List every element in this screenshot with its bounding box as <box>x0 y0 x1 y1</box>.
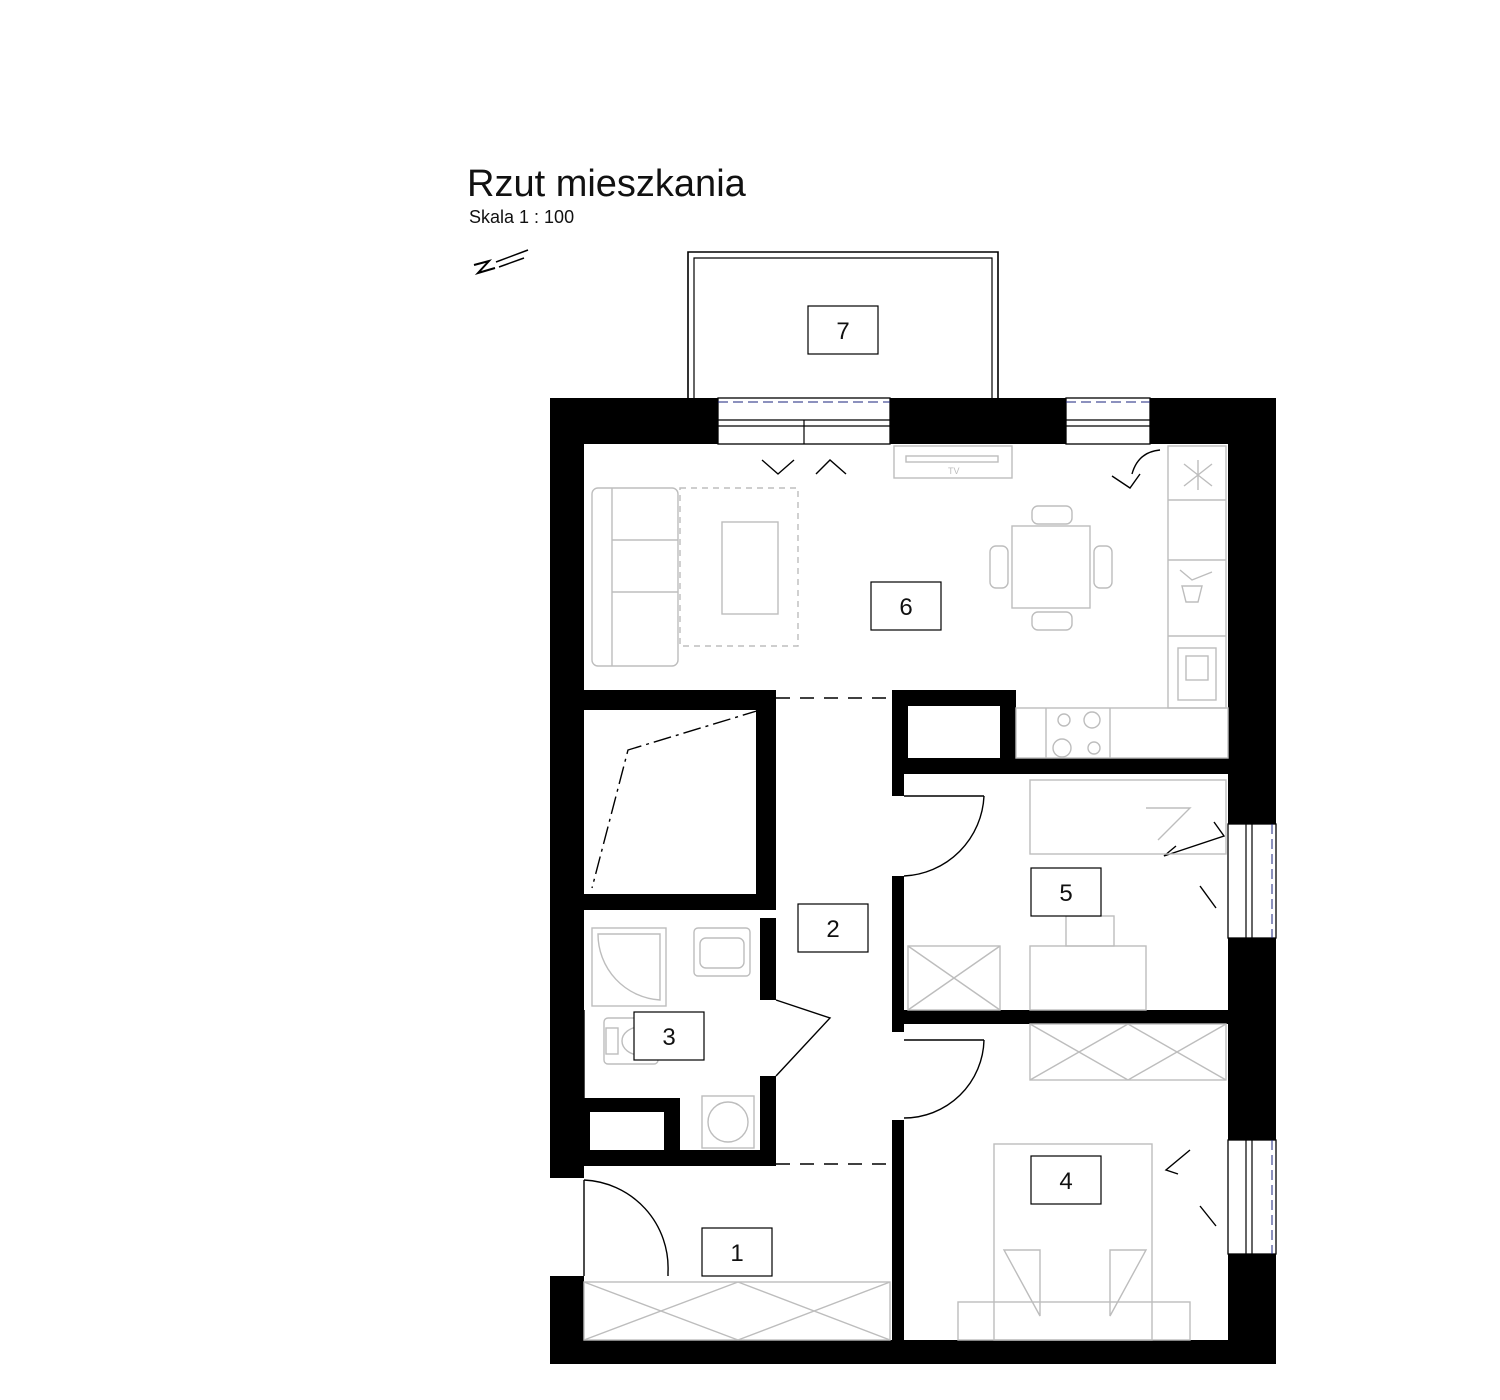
room-label-7: 7 <box>807 305 879 355</box>
tv-label: TV <box>948 466 960 476</box>
room-number-3: 3 <box>662 1024 675 1051</box>
room-label-3: 3 <box>633 1011 705 1061</box>
hall-wardrobe <box>583 1281 891 1341</box>
room-label-5: 5 <box>1030 867 1102 917</box>
room-number-1: 1 <box>730 1240 743 1267</box>
room-label-6: 6 <box>870 581 942 631</box>
room-number-4: 4 <box>1059 1168 1072 1195</box>
room-5-furniture <box>907 779 1227 1011</box>
windows <box>717 397 1277 1255</box>
coffee-table <box>721 521 779 615</box>
plan-scale: Skala 1 : 100 <box>469 207 575 227</box>
room-label-4: 4 <box>1030 1155 1102 1205</box>
room-label-2: 2 <box>797 903 869 953</box>
room-label-1: 1 <box>701 1227 773 1277</box>
interior-walls <box>550 690 1228 1340</box>
wardrobe-door-line <box>591 709 761 889</box>
rug <box>679 487 799 647</box>
room-number-5: 5 <box>1059 880 1072 907</box>
room-number-2: 2 <box>826 916 839 943</box>
room-number-6: 6 <box>899 594 912 621</box>
plan-title: Rzut mieszkania <box>467 163 746 205</box>
kitchen <box>1015 445 1229 759</box>
tv-unit: TV <box>893 445 1013 479</box>
dining-table <box>989 505 1113 631</box>
north-arrow-icon <box>473 249 529 275</box>
room-4-furniture <box>957 1023 1227 1341</box>
sofa <box>591 487 679 667</box>
doors <box>583 697 985 1276</box>
room-number-7: 7 <box>836 318 849 345</box>
balcony <box>687 251 999 398</box>
exterior-walls <box>550 398 1276 1364</box>
